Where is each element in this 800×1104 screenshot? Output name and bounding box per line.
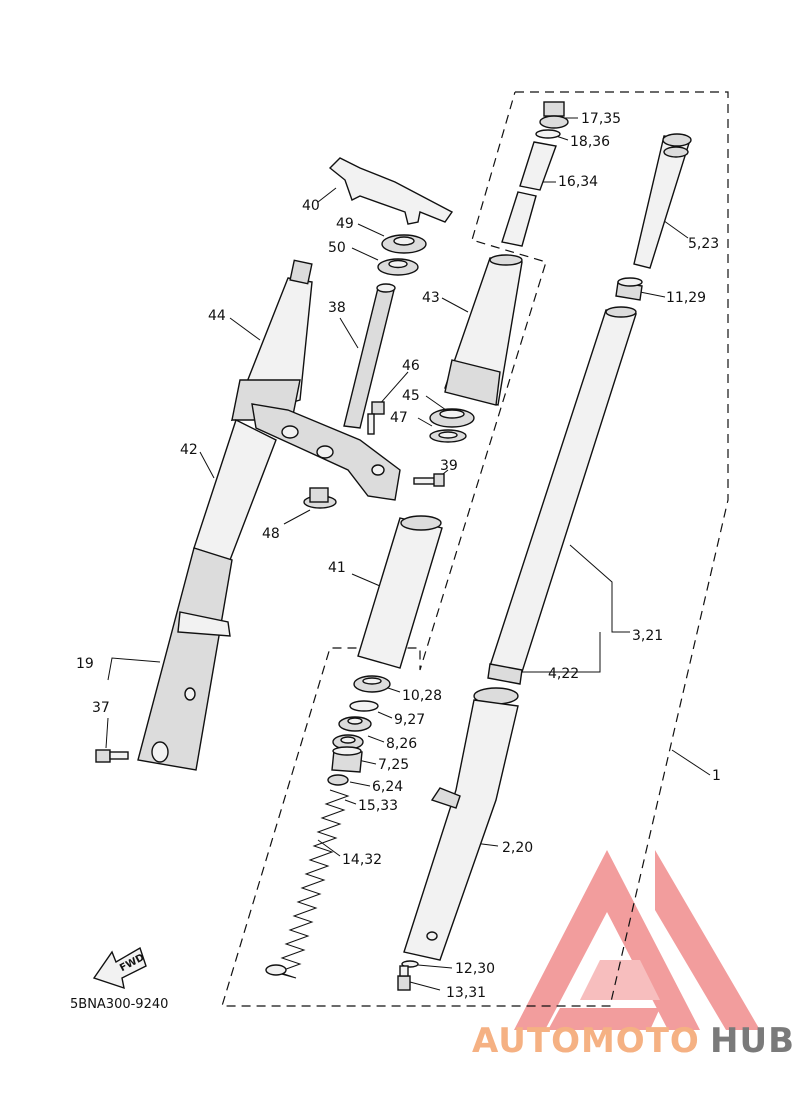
callout-16: 16,34 bbox=[558, 174, 598, 190]
callout-43: 43 bbox=[422, 290, 440, 306]
seal-10 bbox=[353, 675, 391, 693]
watermark-text: AUTOMOTO HUB bbox=[472, 1021, 795, 1061]
callout-46: 46 bbox=[402, 358, 420, 374]
bolt-37 bbox=[95, 749, 129, 763]
damper-rod-5 bbox=[633, 133, 692, 269]
callout-39: 39 bbox=[440, 458, 458, 474]
seal-8 bbox=[338, 716, 372, 732]
callout-4: 4,22 bbox=[548, 666, 579, 682]
callout-40: 40 bbox=[302, 198, 320, 214]
fwd-arrow-icon: FWD bbox=[92, 946, 147, 990]
inner-tube-3 bbox=[489, 306, 637, 673]
diagram-code: 5BNA300-9240 bbox=[70, 997, 168, 1012]
watermark-part1: AUTOMOTO bbox=[472, 1021, 700, 1061]
leader-lines bbox=[105, 117, 711, 991]
bolt-13 bbox=[397, 965, 411, 991]
slide-metal-4 bbox=[487, 663, 523, 685]
bushing-6 bbox=[331, 746, 363, 773]
callout-19: 19 bbox=[76, 656, 94, 672]
washer-47 bbox=[429, 429, 467, 443]
bolt-46 bbox=[367, 401, 385, 435]
callout-42: 42 bbox=[180, 442, 198, 458]
spacer-16 bbox=[501, 141, 557, 247]
callout-37: 37 bbox=[92, 700, 110, 716]
callout-15: 15,33 bbox=[358, 798, 398, 814]
callout-13: 13,31 bbox=[446, 985, 486, 1001]
callout-3: 3,21 bbox=[632, 628, 663, 644]
callout-17: 17,35 bbox=[581, 111, 621, 127]
callout-45: 45 bbox=[402, 388, 420, 404]
callout-44: 44 bbox=[208, 308, 226, 324]
fork-cover-41 bbox=[357, 515, 443, 669]
bracket-40 bbox=[328, 157, 454, 225]
steering-stem-38 bbox=[343, 283, 396, 429]
cap-48 bbox=[303, 487, 337, 509]
callout-9: 9,27 bbox=[394, 712, 425, 728]
callout-1: 1 bbox=[712, 768, 721, 784]
piston-ring-11 bbox=[615, 277, 643, 301]
callout-10: 10,28 bbox=[402, 688, 442, 704]
callout-18: 18,36 bbox=[570, 134, 610, 150]
callout-8: 8,26 bbox=[386, 736, 417, 752]
fork-cover-43 bbox=[444, 254, 523, 406]
outer-tube-2 bbox=[403, 687, 519, 961]
callout-7: 7,25 bbox=[378, 757, 409, 773]
watermark-logo bbox=[514, 850, 760, 1030]
callout-2: 2,20 bbox=[502, 840, 533, 856]
callout-47: 47 bbox=[390, 410, 408, 426]
callout-12: 12,30 bbox=[455, 961, 495, 977]
callout-5: 5,23 bbox=[688, 236, 719, 252]
spring-seat-15 bbox=[327, 774, 349, 786]
callout-41: 41 bbox=[328, 560, 346, 576]
washer-50 bbox=[377, 258, 419, 276]
callout-11: 11,29 bbox=[666, 290, 706, 306]
assembly-boundary bbox=[221, 91, 729, 1007]
callout-38: 38 bbox=[328, 300, 346, 316]
callout-48: 48 bbox=[262, 526, 280, 542]
bolt-39 bbox=[413, 473, 445, 487]
clip-9 bbox=[349, 700, 379, 712]
callout-49: 49 bbox=[336, 216, 354, 232]
o-ring-18 bbox=[535, 129, 561, 139]
callout-14: 14,32 bbox=[342, 852, 382, 868]
cap-bolt-17 bbox=[539, 101, 569, 129]
outer-tube-19 bbox=[137, 547, 233, 771]
washer-49 bbox=[381, 234, 427, 254]
spring-14 bbox=[265, 789, 350, 979]
under-bracket bbox=[251, 403, 401, 501]
callout-labels: 17,35 18,36 16,34 5,23 11,29 3,21 4,22 1… bbox=[76, 111, 721, 1001]
callout-6: 6,24 bbox=[372, 779, 403, 795]
callout-50: 50 bbox=[328, 240, 346, 256]
ring-nut-45 bbox=[429, 408, 475, 428]
watermark-part2: HUB bbox=[710, 1021, 795, 1061]
fork-cover-44 bbox=[230, 259, 313, 422]
